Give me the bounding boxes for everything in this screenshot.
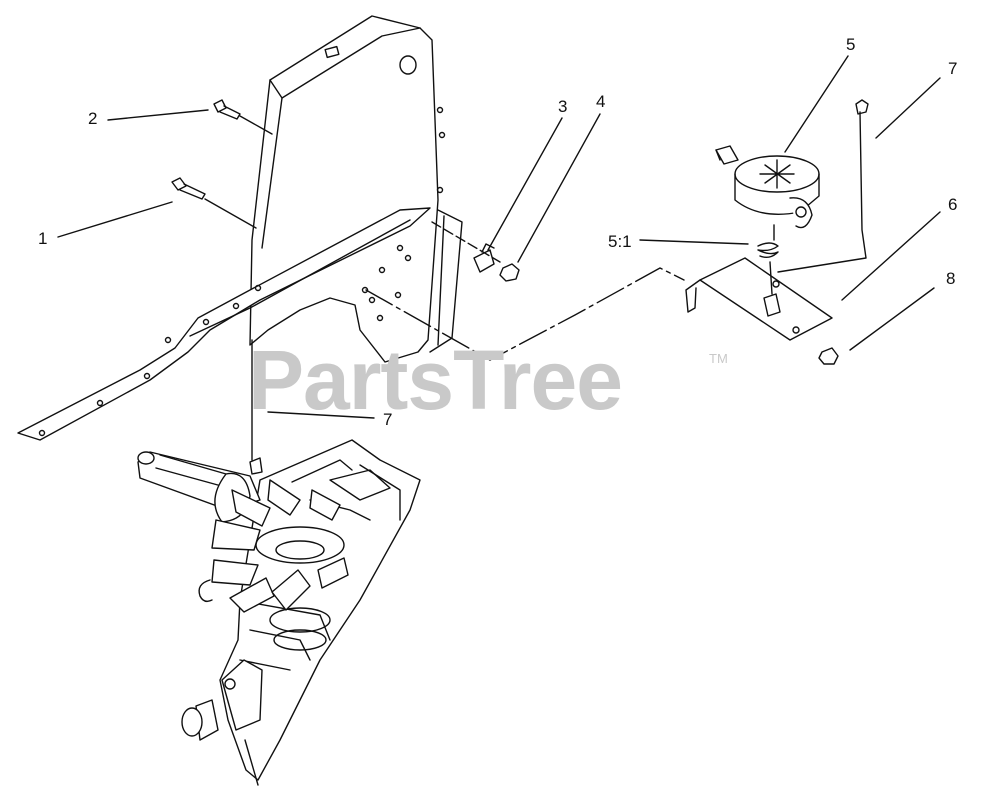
partstree-watermark: PartsTree — [248, 333, 623, 427]
cooling-fan — [211, 479, 349, 613]
wire-harness-7-right — [777, 99, 869, 273]
callout-6: 6 — [948, 195, 958, 214]
callout-3: 3 — [558, 97, 568, 116]
spring-5-1 — [757, 224, 779, 259]
rotation-arrow — [198, 579, 213, 603]
leader-lines — [57, 55, 941, 419]
bolt-1 — [171, 177, 206, 200]
connection-line — [365, 267, 685, 361]
callout-5-1: 5:1 — [608, 232, 632, 251]
transmission-housing — [181, 439, 421, 786]
mounting-strap — [17, 207, 431, 441]
trademark-symbol: TM — [709, 351, 728, 366]
callout-7-top: 7 — [948, 59, 958, 78]
mounting-bracket — [249, 15, 463, 363]
switch-bracket-6 — [685, 257, 833, 341]
callout-8: 8 — [946, 269, 956, 288]
callout-2: 2 — [88, 109, 98, 128]
callout-7-mid: 7 — [383, 410, 393, 429]
callout-5: 5 — [846, 35, 856, 54]
callout-4: 4 — [596, 92, 606, 111]
nut-4 — [499, 263, 520, 282]
nut-8 — [818, 347, 839, 365]
plunger — [763, 261, 781, 317]
bolt-2 — [213, 99, 241, 120]
callout-1: 1 — [38, 229, 48, 248]
switch-5 — [715, 145, 820, 229]
hardware-alignment-line — [431, 221, 501, 263]
wire-harness-7-mid — [249, 339, 263, 475]
